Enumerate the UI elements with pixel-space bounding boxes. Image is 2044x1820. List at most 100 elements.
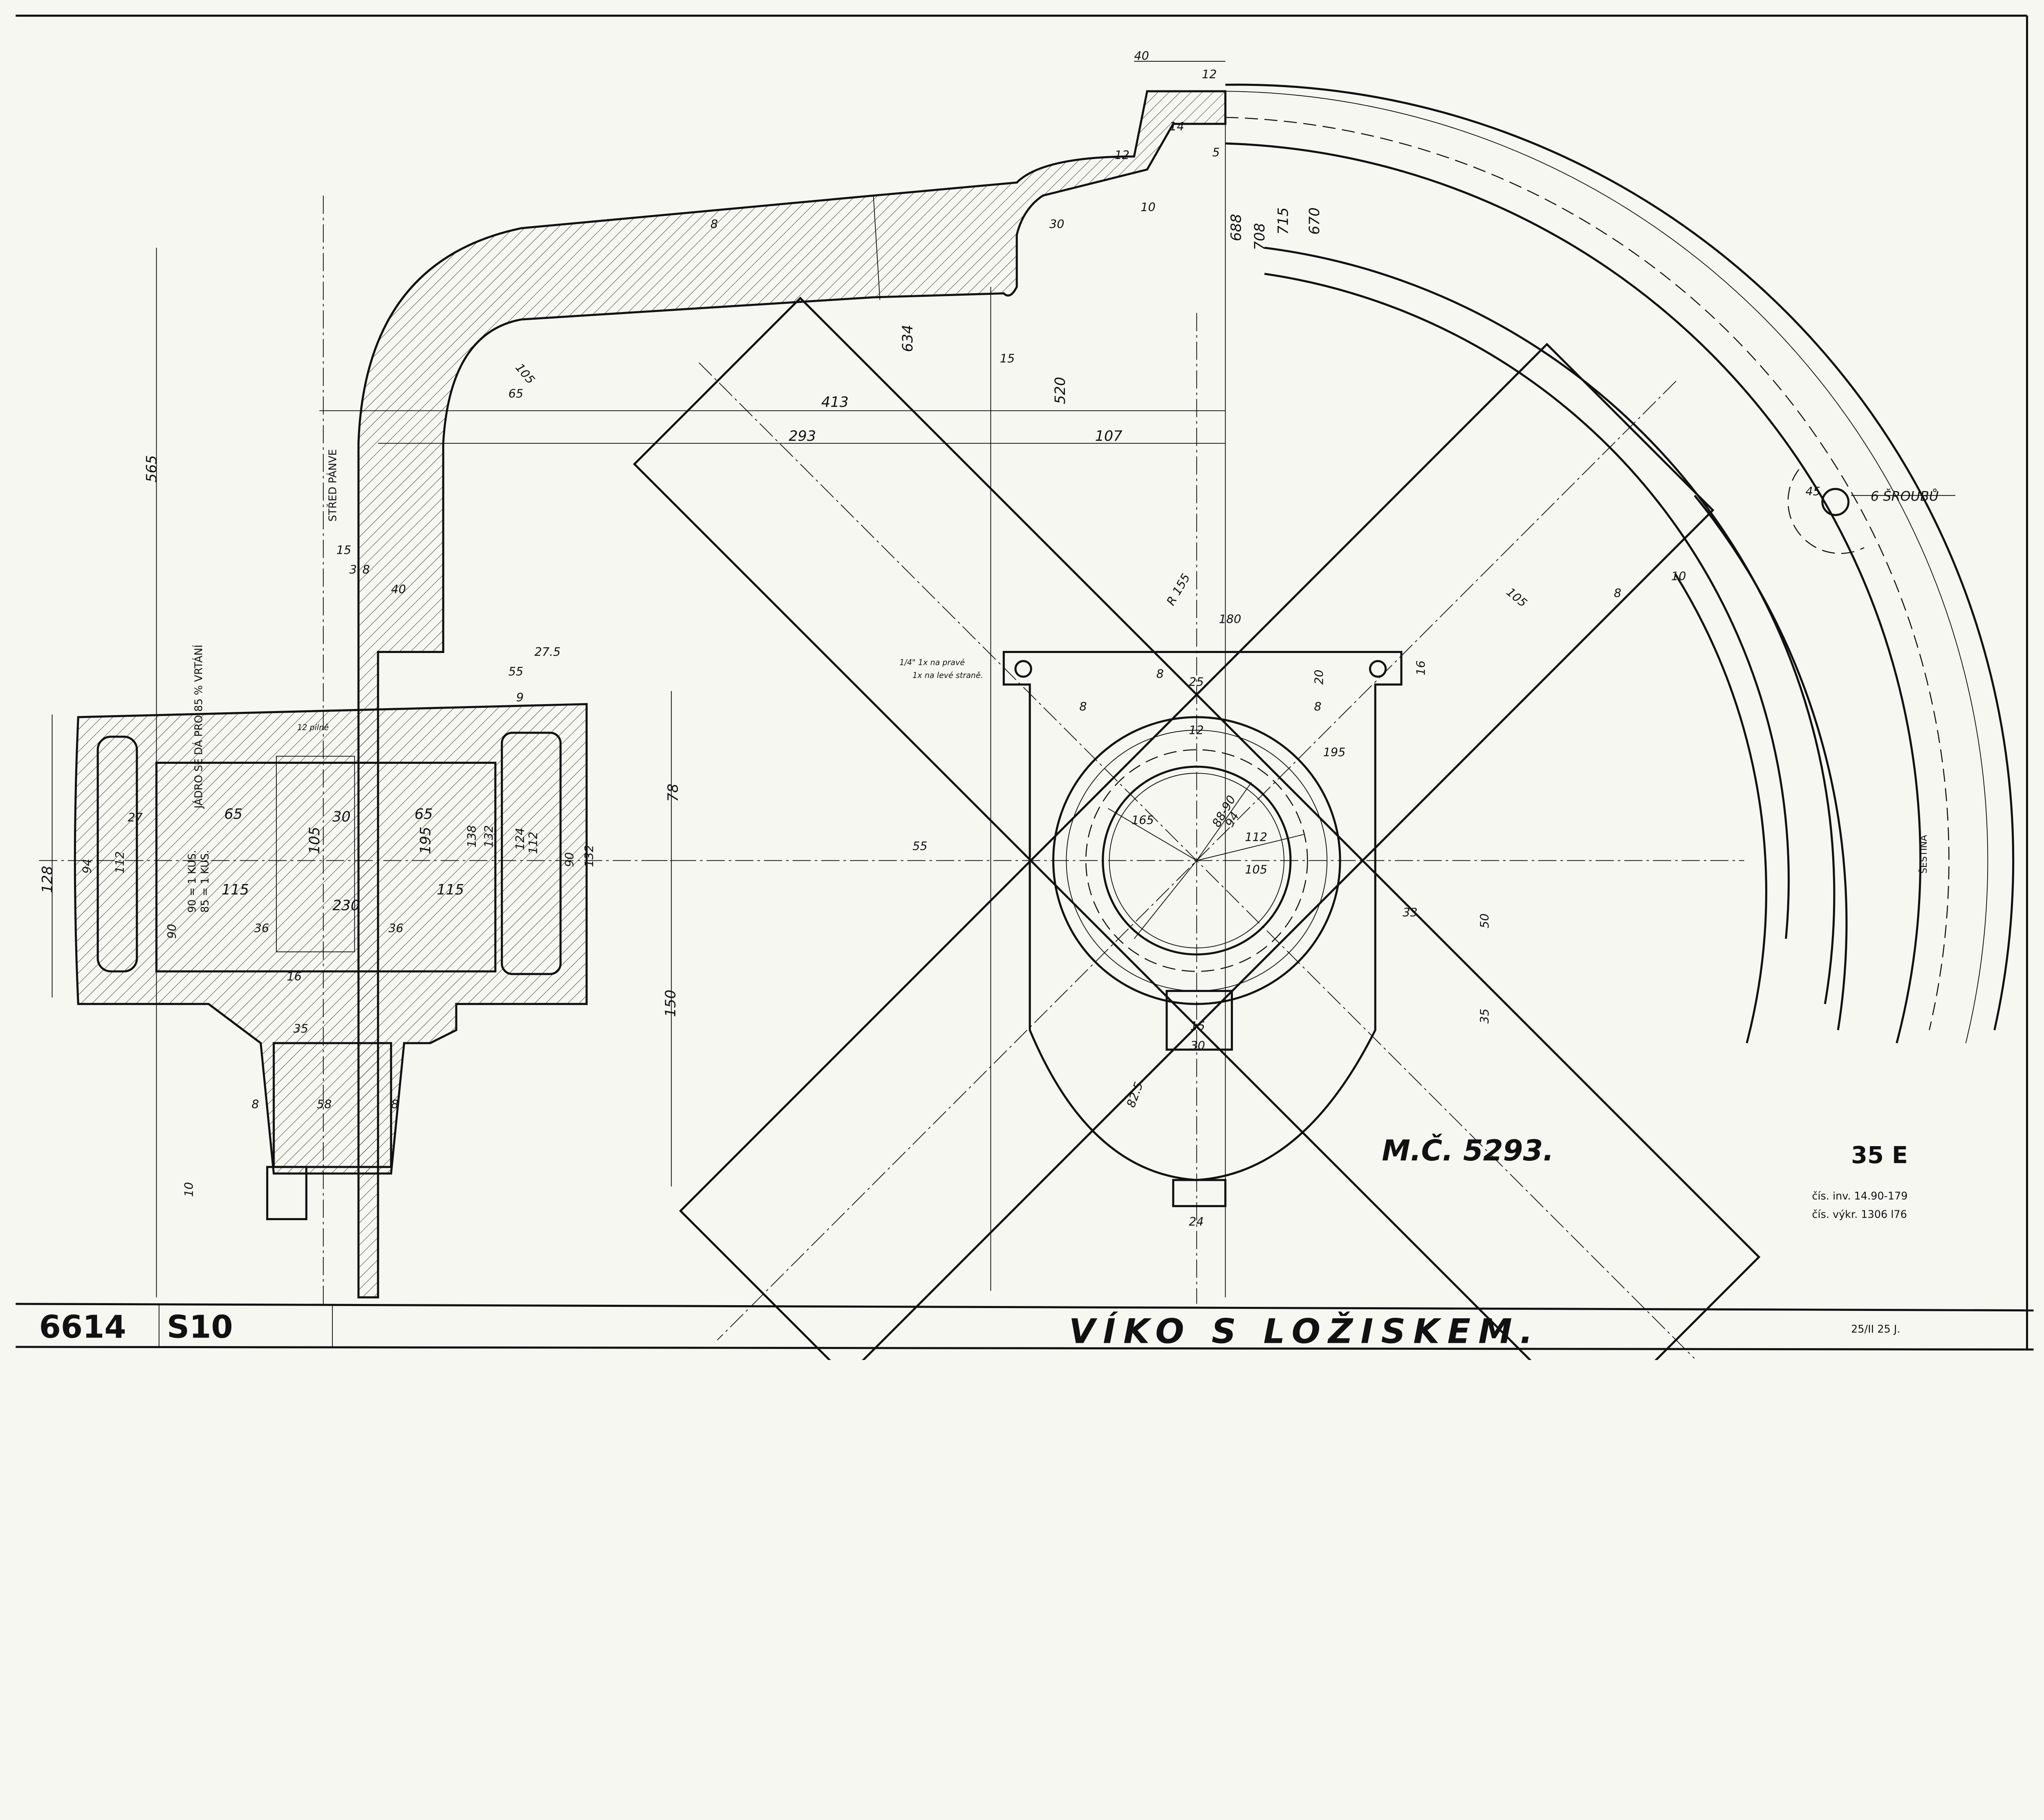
dim-8c: 8 bbox=[251, 1097, 259, 1111]
drawing-date: 25/II 25 J. bbox=[1851, 1323, 1900, 1335]
dim-413: 413 bbox=[821, 394, 849, 411]
dim-115a: 115 bbox=[222, 881, 249, 898]
bearing-housing bbox=[1002, 651, 1403, 1207]
dim-65b: 65 bbox=[415, 806, 433, 823]
note-pan-center: STŘED PÁNVE bbox=[327, 449, 339, 521]
bolt-hole bbox=[1821, 488, 1850, 516]
section-view bbox=[39, 195, 678, 1304]
dim-165: 165 bbox=[1132, 813, 1154, 827]
dim-132a: 132 bbox=[482, 825, 495, 848]
dim-90b: 90 bbox=[165, 924, 179, 939]
dim-r65: 65 bbox=[509, 387, 524, 401]
drawing-number: 6614 bbox=[39, 1309, 126, 1346]
drawing-title: VÍKO S LOŽISKEM. bbox=[1069, 1311, 1541, 1351]
sheet-frame bbox=[16, 14, 2034, 1351]
dimension-lines bbox=[52, 61, 1226, 1297]
dim-688: 688 bbox=[1228, 214, 1245, 241]
dim-10c: 10 bbox=[1671, 569, 1686, 583]
dim-12b: 12 bbox=[1114, 148, 1130, 162]
note-kus-90: 90 = 1 KUS. bbox=[186, 850, 198, 913]
dim-715: 715 bbox=[1275, 207, 1292, 235]
dim-16b: 16 bbox=[1414, 660, 1428, 675]
dim-58: 58 bbox=[317, 1097, 332, 1111]
wheel-rim bbox=[1225, 83, 2015, 1044]
stamp-text: 35 E bbox=[1851, 1141, 1908, 1169]
dim-10b: 10 bbox=[182, 1182, 196, 1197]
mirrored-note-line-1: čís. inv. 14.90-179 bbox=[1812, 1190, 1907, 1203]
dim-55: 55 bbox=[509, 664, 524, 678]
dim-3: 3 bbox=[350, 563, 357, 577]
dim-94: 94 bbox=[80, 859, 94, 874]
dim-105c: 105 bbox=[1504, 585, 1530, 610]
dim-30b: 30 bbox=[332, 808, 351, 825]
dim-708: 708 bbox=[1251, 223, 1268, 250]
dim-30c: 30 bbox=[1190, 1039, 1205, 1053]
dim-90: 90 bbox=[563, 852, 576, 867]
dim-15a: 15 bbox=[1000, 351, 1015, 365]
dim-107: 107 bbox=[1095, 428, 1123, 444]
part-mark: M.Č. 5293. bbox=[1382, 1134, 1554, 1167]
dim-15c: 15 bbox=[1190, 1019, 1205, 1033]
dim-36a: 36 bbox=[254, 921, 269, 935]
dim-634: 634 bbox=[899, 325, 916, 352]
dim-5: 5 bbox=[1213, 146, 1220, 159]
dim-82-5: 82.5 bbox=[1124, 1080, 1146, 1109]
dim-78: 78 bbox=[665, 783, 681, 802]
dim-230: 230 bbox=[332, 897, 360, 914]
dim-8b: 8 bbox=[362, 563, 370, 577]
dim-195b: 195 bbox=[1323, 745, 1346, 759]
dim-112: 112 bbox=[113, 851, 127, 874]
dim-10: 10 bbox=[1141, 200, 1156, 214]
dim-45: 45 bbox=[1805, 485, 1820, 498]
dim-124: 124 bbox=[513, 828, 527, 850]
note-kus-85: 85 = 1 KUS. bbox=[199, 850, 211, 913]
dim-r155: R 155 bbox=[1164, 571, 1193, 608]
dim-30: 30 bbox=[1049, 217, 1065, 231]
dim-27-5: 27.5 bbox=[534, 645, 560, 659]
dim-40b: 40 bbox=[391, 582, 406, 596]
dim-8a: 8 bbox=[710, 217, 718, 231]
dim-55b: 55 bbox=[912, 839, 928, 853]
note-grease-left: 1x na levé straně. bbox=[912, 671, 983, 680]
note-grease-right: 1/4" 1x na pravé bbox=[899, 658, 965, 667]
dim-r105: 105 bbox=[513, 361, 538, 387]
dim-8h: 8 bbox=[1614, 586, 1621, 600]
dim-132b: 132 bbox=[582, 845, 596, 867]
dim-112b: 112 bbox=[526, 832, 540, 854]
bearing-outer-ring bbox=[1052, 716, 1341, 1005]
dim-105: 105 bbox=[306, 827, 323, 854]
dim-25: 25 bbox=[1189, 675, 1204, 689]
note-file: 12 pilně bbox=[297, 723, 329, 732]
dim-8g: 8 bbox=[1314, 700, 1321, 714]
technical-drawing-sheet: 6614 S10 VÍKO S LOŽISKEM. 25/II 25 J. bbox=[16, 14, 2034, 1360]
dim-50: 50 bbox=[1478, 913, 1492, 929]
dim-105b: 105 bbox=[1245, 862, 1267, 876]
dim-15b: 15 bbox=[336, 543, 352, 557]
dim-20: 20 bbox=[1312, 670, 1326, 685]
dim-33: 33 bbox=[1403, 906, 1418, 920]
dim-128: 128 bbox=[39, 866, 56, 893]
bearing-bore bbox=[1102, 765, 1292, 956]
sheet-code: S10 bbox=[167, 1309, 233, 1346]
dim-24: 24 bbox=[1189, 1214, 1204, 1228]
dim-8d: 8 bbox=[391, 1097, 399, 1111]
dim-35b: 35 bbox=[1478, 1009, 1492, 1024]
dim-195: 195 bbox=[417, 827, 434, 854]
mirrored-note-line-2: čís. výkr. 1306 l76 bbox=[1812, 1208, 1907, 1221]
drawing-canvas: 6614 S10 VÍKO S LOŽISKEM. 25/II 25 J. bbox=[16, 14, 2034, 1360]
dim-565: 565 bbox=[143, 455, 160, 482]
dim-138: 138 bbox=[465, 825, 479, 848]
dim-8f: 8 bbox=[1079, 700, 1087, 714]
dim-112c: 112 bbox=[1245, 830, 1267, 844]
dim-8e: 8 bbox=[1156, 667, 1163, 681]
dim-115b: 115 bbox=[437, 881, 464, 898]
dim-27: 27 bbox=[128, 810, 143, 824]
dim-36b: 36 bbox=[388, 921, 403, 935]
dim-14: 14 bbox=[1169, 119, 1184, 133]
dim-520: 520 bbox=[1052, 377, 1069, 404]
note-bolts: 6 ŠROUBŮ bbox=[1871, 488, 1939, 504]
note-rim: ŠESTINA bbox=[1918, 835, 1929, 873]
dim-12: 12 bbox=[1202, 67, 1217, 81]
dim-40: 40 bbox=[1134, 49, 1149, 63]
dim-670: 670 bbox=[1306, 207, 1323, 235]
